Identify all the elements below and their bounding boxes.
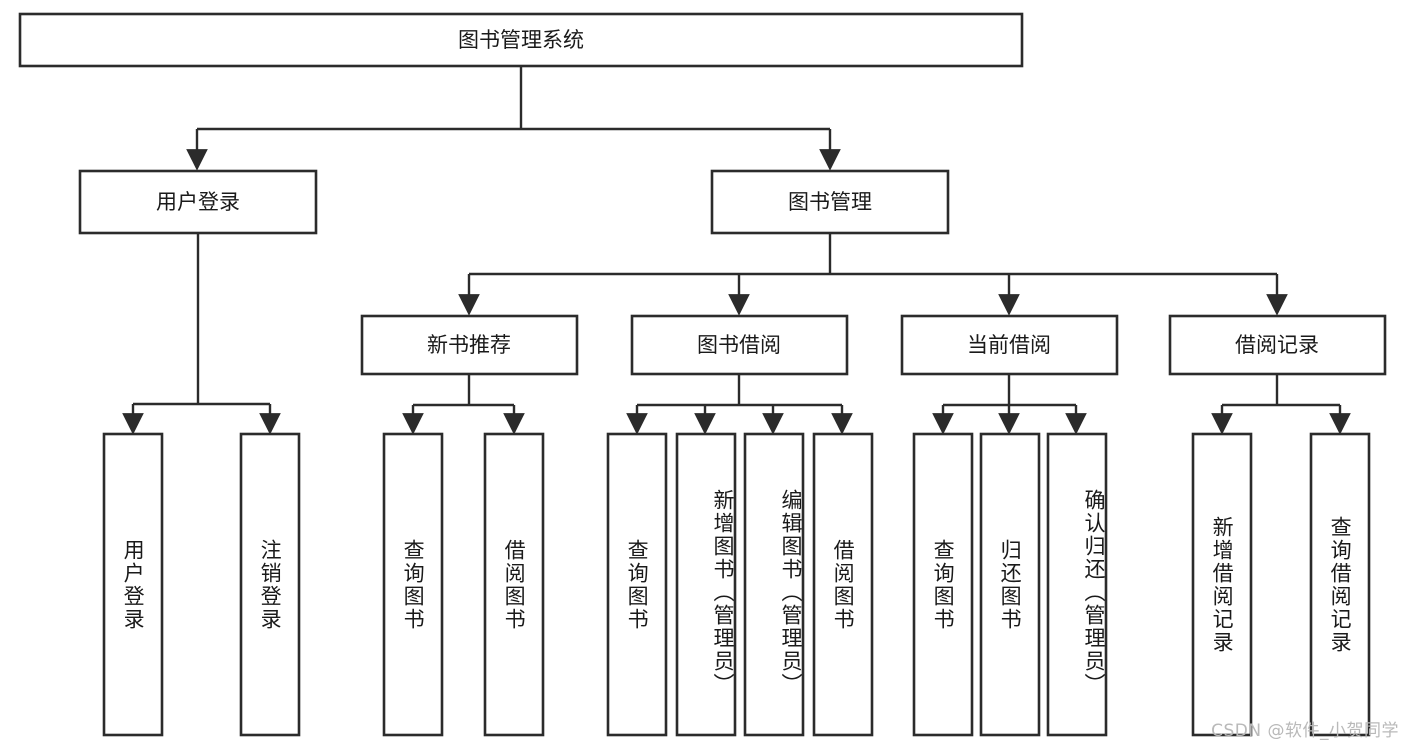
node-book-mgmt-label: 图书管理 <box>788 190 872 214</box>
leaf-box-borrow-3[interactable] <box>743 432 805 737</box>
node-book-borrow-label: 图书借阅 <box>697 333 781 357</box>
leaf-box-current-2[interactable] <box>979 432 1041 737</box>
leaf-box-user-login-1[interactable] <box>102 432 164 737</box>
node-borrow-record-label: 借阅记录 <box>1235 333 1319 357</box>
leaf-box-borrow-4[interactable] <box>812 432 874 737</box>
leaf-box-record-1[interactable] <box>1191 432 1253 737</box>
node-current-borrow-label: 当前借阅 <box>967 333 1051 357</box>
leaf-box-borrow-2[interactable] <box>675 432 737 737</box>
node-borrow-record-box[interactable] <box>1168 314 1387 376</box>
node-book-mgmt-box[interactable] <box>710 169 950 235</box>
leaf-box-current-1[interactable] <box>912 432 974 737</box>
node-new-book-recommend-box[interactable] <box>360 314 579 376</box>
node-user-login-label: 用户登录 <box>156 190 240 214</box>
leaf-box-borrow-1[interactable] <box>606 432 668 737</box>
node-book-borrow-box[interactable] <box>630 314 849 376</box>
leaf-box-current-3[interactable] <box>1046 432 1108 737</box>
node-root-box[interactable] <box>18 12 1024 68</box>
leaf-box-user-login-2[interactable] <box>239 432 301 737</box>
node-root-label: 图书管理系统 <box>458 28 584 52</box>
leaf-box-record-2[interactable] <box>1309 432 1371 737</box>
leaf-box-recommend-1[interactable] <box>382 432 444 737</box>
node-new-book-recommend-label: 新书推荐 <box>427 333 511 357</box>
watermark-label: CSDN @软件_小贺同学 <box>1211 721 1399 741</box>
leaf-box-recommend-2[interactable] <box>483 432 545 737</box>
node-current-borrow-box[interactable] <box>900 314 1119 376</box>
